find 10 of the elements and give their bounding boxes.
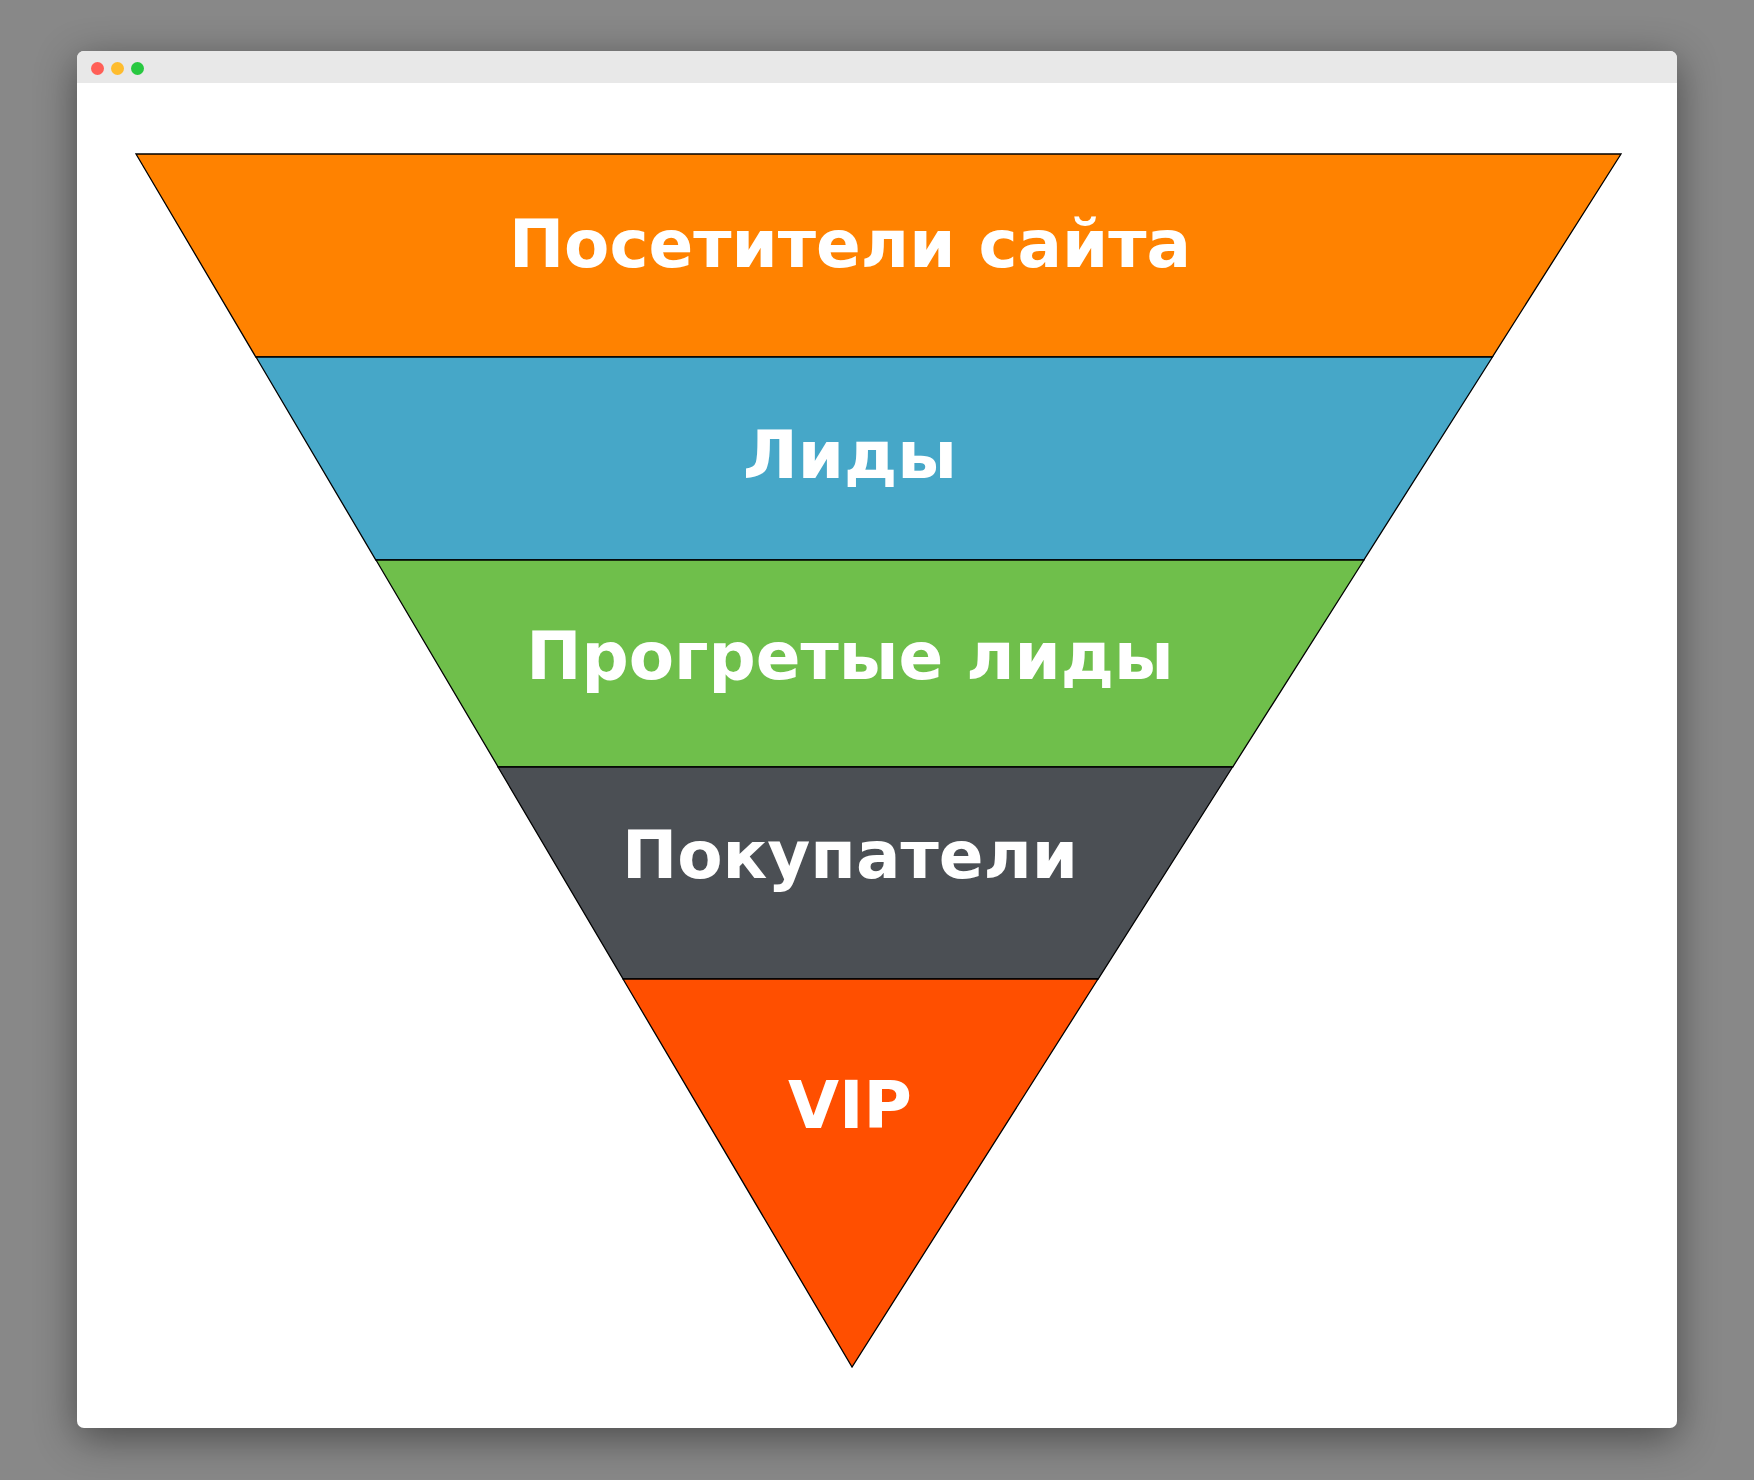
stage-label: Посетители сайта <box>508 207 1192 283</box>
funnel-band <box>136 154 1621 357</box>
stage-label: Лиды <box>742 418 957 494</box>
stage-label: Прогретые лиды <box>526 619 1174 695</box>
funnel-band <box>497 767 1233 979</box>
funnel-band <box>375 560 1364 767</box>
funnel-band <box>622 979 1098 1367</box>
stage-label: Покупатели <box>621 818 1079 894</box>
funnel-band <box>255 357 1493 560</box>
stage-label: VIP <box>788 1068 912 1144</box>
